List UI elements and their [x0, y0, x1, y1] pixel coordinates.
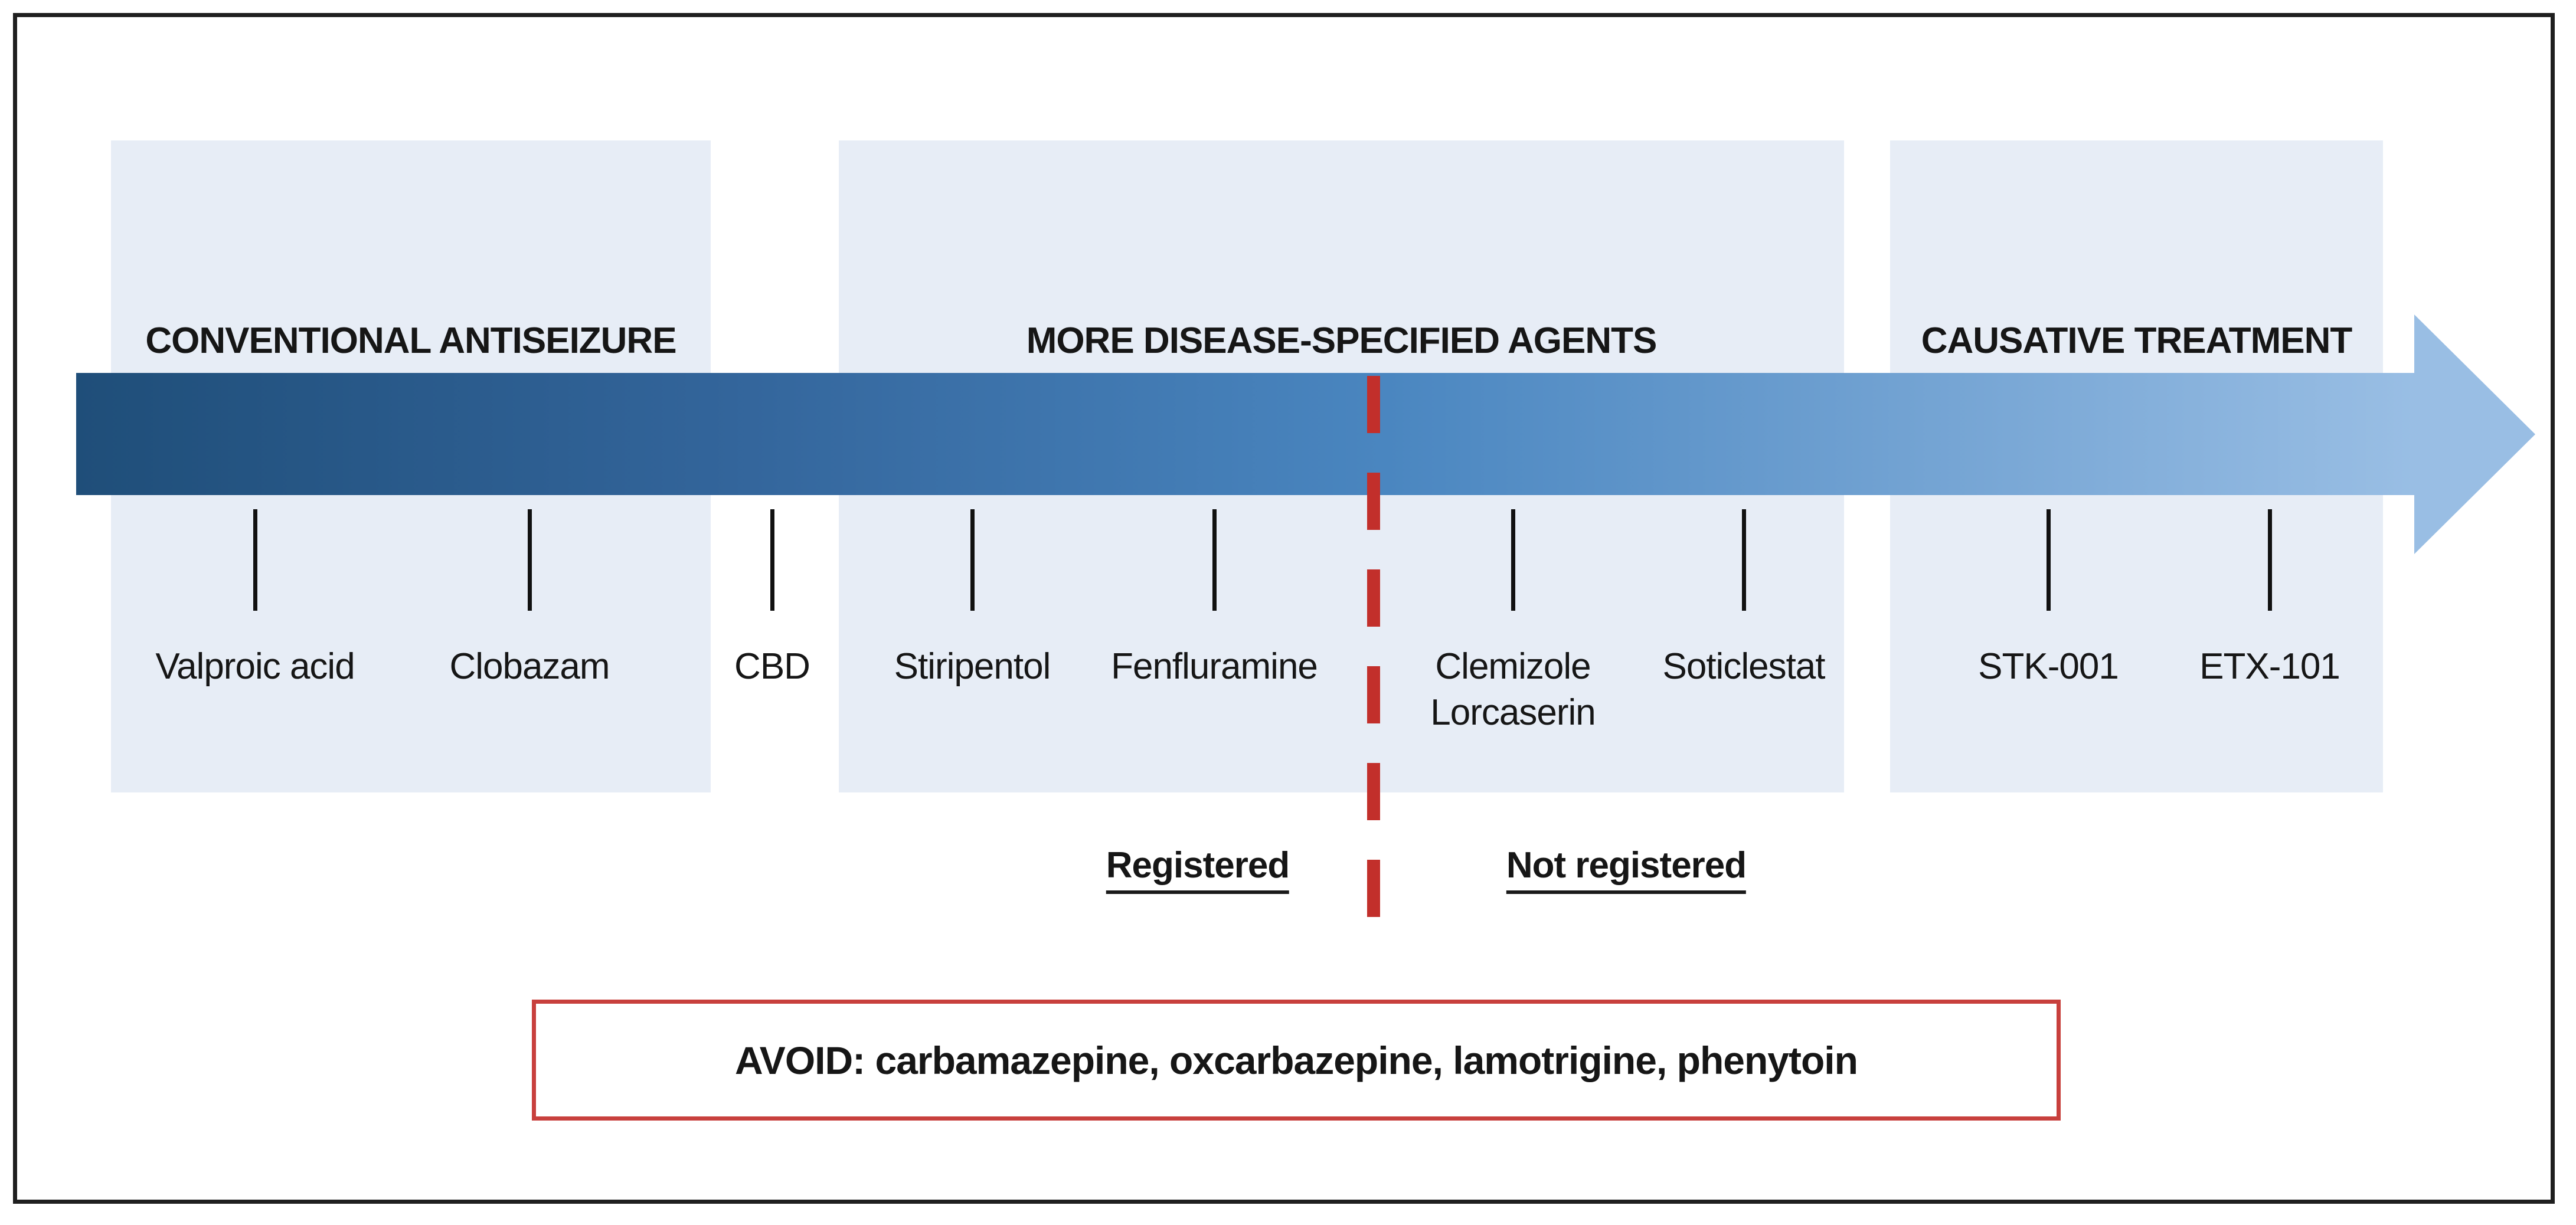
- outer-frame: CONVENTIONAL ANTISEIZURE MEDICATIONS MOR…: [13, 13, 2555, 1204]
- registration-divider-dashed-line: [1367, 376, 1380, 922]
- drug-label: Soticlestat: [1662, 646, 1825, 687]
- timeline-arrow-head-icon: [2414, 315, 2535, 554]
- avoid-text: AVOID: carbamazepine, oxcarbazepine, lam…: [735, 1038, 1858, 1082]
- tick-mark: [1212, 509, 1217, 611]
- registered-label: Registered: [1106, 844, 1290, 894]
- tick-mark: [2047, 509, 2051, 611]
- timeline-arrow-band: [76, 373, 2414, 495]
- drug-sublabel: Lorcaserin: [1430, 692, 1596, 733]
- section-title-causative: CAUSATIVE TREATMENT: [1921, 320, 2353, 361]
- tick-mark: [2268, 509, 2272, 611]
- tick-mark: [1742, 509, 1746, 611]
- drug-label: Clobazam: [449, 646, 610, 687]
- section-title-disease-specified: MORE DISEASE-SPECIFIED AGENTS: [1026, 320, 1658, 361]
- drug-label: Fenfluramine: [1111, 646, 1318, 687]
- drug-label: STK-001: [1978, 646, 2119, 687]
- tick-mark: [528, 509, 532, 611]
- not-registered-label: Not registered: [1506, 844, 1747, 894]
- drug-label: Stiripentol: [894, 646, 1051, 687]
- tick-mark: [1511, 509, 1515, 611]
- drug-label: CBD: [734, 646, 810, 687]
- drug-label: ETX-101: [2199, 646, 2340, 687]
- tick-mark: [970, 509, 975, 611]
- tick-mark: [770, 509, 774, 611]
- drug-label: Valproic acid: [155, 646, 355, 687]
- tick-mark: [253, 509, 257, 611]
- avoid-box: AVOID: carbamazepine, oxcarbazepine, lam…: [532, 1000, 2061, 1121]
